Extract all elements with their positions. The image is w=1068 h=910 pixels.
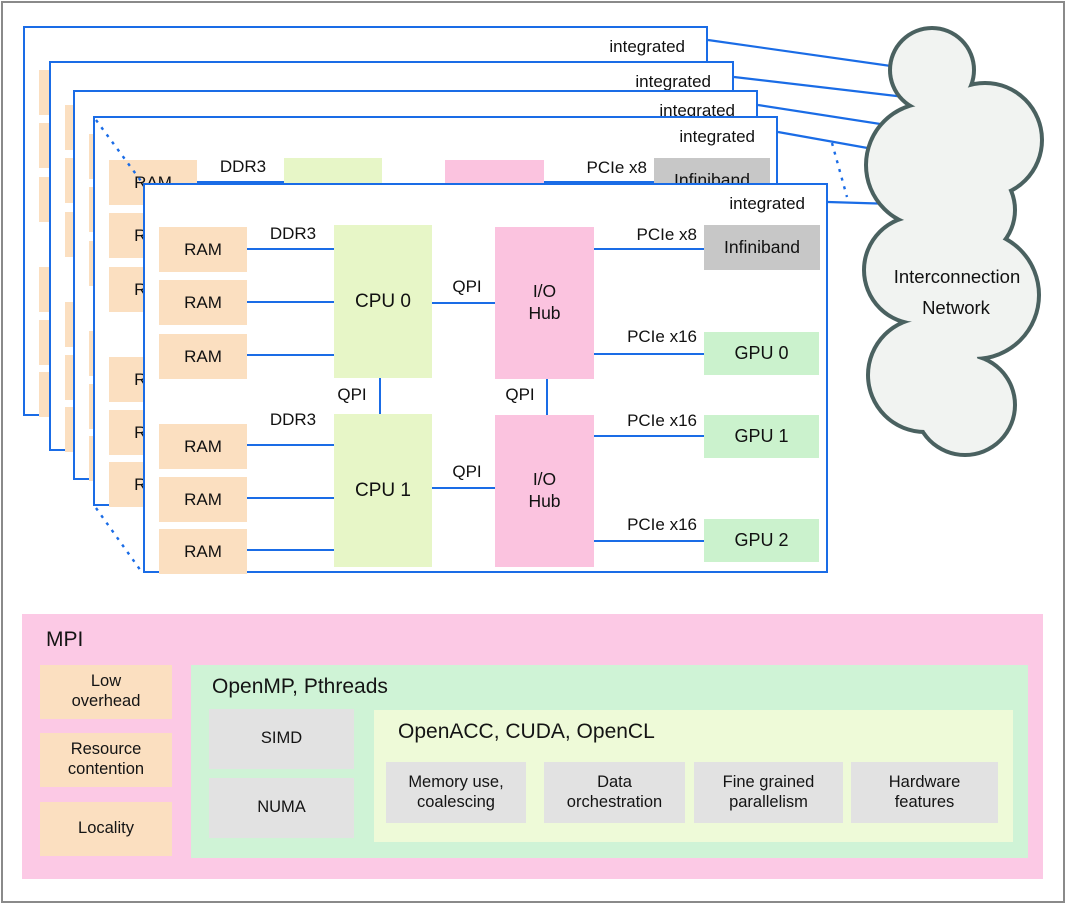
qpi-bus-line: [379, 378, 381, 414]
network-link-line: [733, 75, 906, 99]
ram-box: RAM: [159, 477, 247, 522]
integrated-label: integrated: [679, 127, 755, 146]
mpi-label: MPI: [46, 628, 84, 651]
io-hub-box: I/O Hub: [495, 415, 594, 567]
pcie-x16-label: PCIe x16: [627, 327, 697, 346]
pcie-x16-label: PCIe x16: [627, 411, 697, 430]
openacc-panel: OpenACC, CUDA, OpenCL Memory use, coales…: [374, 710, 1013, 842]
pcie-x8-line: [544, 181, 654, 183]
pcie-x16-line: [594, 353, 704, 355]
mpi-concern-low-overhead: Low overhead: [40, 665, 172, 719]
ram-box: RAM: [159, 280, 247, 325]
openacc-concern-hardware-features: Hardware features: [851, 762, 998, 823]
cloud-shape: [862, 26, 1044, 457]
ddr3-bus-line: [247, 549, 334, 551]
openmp-panel: OpenMP, Pthreads SIMD NUMA OpenACC, CUDA…: [191, 665, 1028, 858]
openmp-label: OpenMP, Pthreads: [212, 675, 388, 698]
qpi-label: QPI: [452, 277, 482, 296]
ram-label: RAM: [184, 292, 222, 312]
ram-label: RAM: [184, 239, 222, 259]
pcie-x16-line: [594, 435, 704, 437]
io-hub-box: I/O Hub: [495, 227, 594, 379]
ddr3-label: DDR3: [269, 224, 317, 243]
ddr3-label: DDR3: [269, 410, 317, 429]
openacc-label: OpenACC, CUDA, OpenCL: [398, 720, 655, 743]
ddr3-bus-line: [247, 444, 334, 446]
qpi-bus-line: [432, 487, 495, 489]
openacc-concern-fine-grained: Fine grained parallelism: [694, 762, 843, 823]
mpi-concern-locality: Locality: [40, 802, 172, 856]
integrated-label: integrated: [635, 72, 711, 91]
ddr3-bus-line: [247, 354, 334, 356]
ram-box: RAM: [159, 334, 247, 379]
pcie-x16-line: [594, 540, 704, 542]
ddr3-bus-line: [197, 181, 284, 183]
ram-box: RAM: [159, 424, 247, 469]
ram-label: RAM: [184, 489, 222, 509]
omitted-nodes-dashed-line: [95, 507, 142, 572]
pcie-x16-label: PCIe x16: [627, 515, 697, 534]
integrated-label: integrated: [609, 37, 685, 56]
qpi-label: QPI: [452, 462, 482, 481]
ddr3-bus-line: [247, 301, 334, 303]
qpi-bus-line: [432, 302, 495, 304]
compute-node-front: RAM RAM RAM RAM RAM RAM CPU 0 CPU 1 I/O …: [143, 183, 828, 574]
network-link-line: [777, 130, 891, 154]
pcie-x8-line: [594, 248, 704, 250]
cpu0-box: CPU 0: [334, 225, 432, 378]
pcie-x8-label: PCIe x8: [636, 225, 697, 244]
network-link-line: [757, 103, 901, 129]
openacc-concern-data-orchestration: Data orchestration: [544, 762, 685, 823]
mpi-panel: MPI Low overhead Resource contention Loc…: [22, 614, 1043, 879]
ddr3-bus-line: [247, 248, 334, 250]
ram-label: RAM: [184, 541, 222, 561]
openmp-concern-numa: NUMA: [209, 778, 354, 838]
qpi-bus-line: [546, 379, 548, 415]
ram-label: RAM: [184, 436, 222, 456]
integrated-label: integrated: [659, 101, 735, 120]
ddr3-bus-line: [247, 497, 334, 499]
ram-label: RAM: [184, 346, 222, 366]
qpi-label: QPI: [505, 385, 535, 404]
openmp-concern-simd: SIMD: [209, 709, 354, 769]
qpi-label: QPI: [337, 385, 367, 404]
ram-box: RAM: [159, 227, 247, 272]
cloud-label-line2: Network: [922, 297, 991, 318]
infiniband-box: Infiniband: [704, 225, 820, 270]
gpu0-box: GPU 0: [704, 332, 819, 375]
gpu1-box: GPU 1: [704, 415, 819, 458]
cloud-label-line1: Interconnection: [894, 266, 1021, 287]
ram-box: RAM: [159, 529, 247, 574]
network-link-line: [827, 200, 894, 206]
openacc-concern-memory-use: Memory use, coalescing: [386, 762, 526, 823]
network-link-line: [707, 38, 906, 70]
omitted-nodes-dashed-line: [830, 142, 849, 198]
cpu1-box: CPU 1: [334, 414, 432, 567]
ddr3-label: DDR3: [219, 157, 267, 176]
gpu2-box: GPU 2: [704, 519, 819, 562]
integrated-label: integrated: [729, 194, 805, 213]
pcie-x8-label: PCIe x8: [586, 158, 647, 177]
mpi-concern-resource-contention: Resource contention: [40, 733, 172, 787]
